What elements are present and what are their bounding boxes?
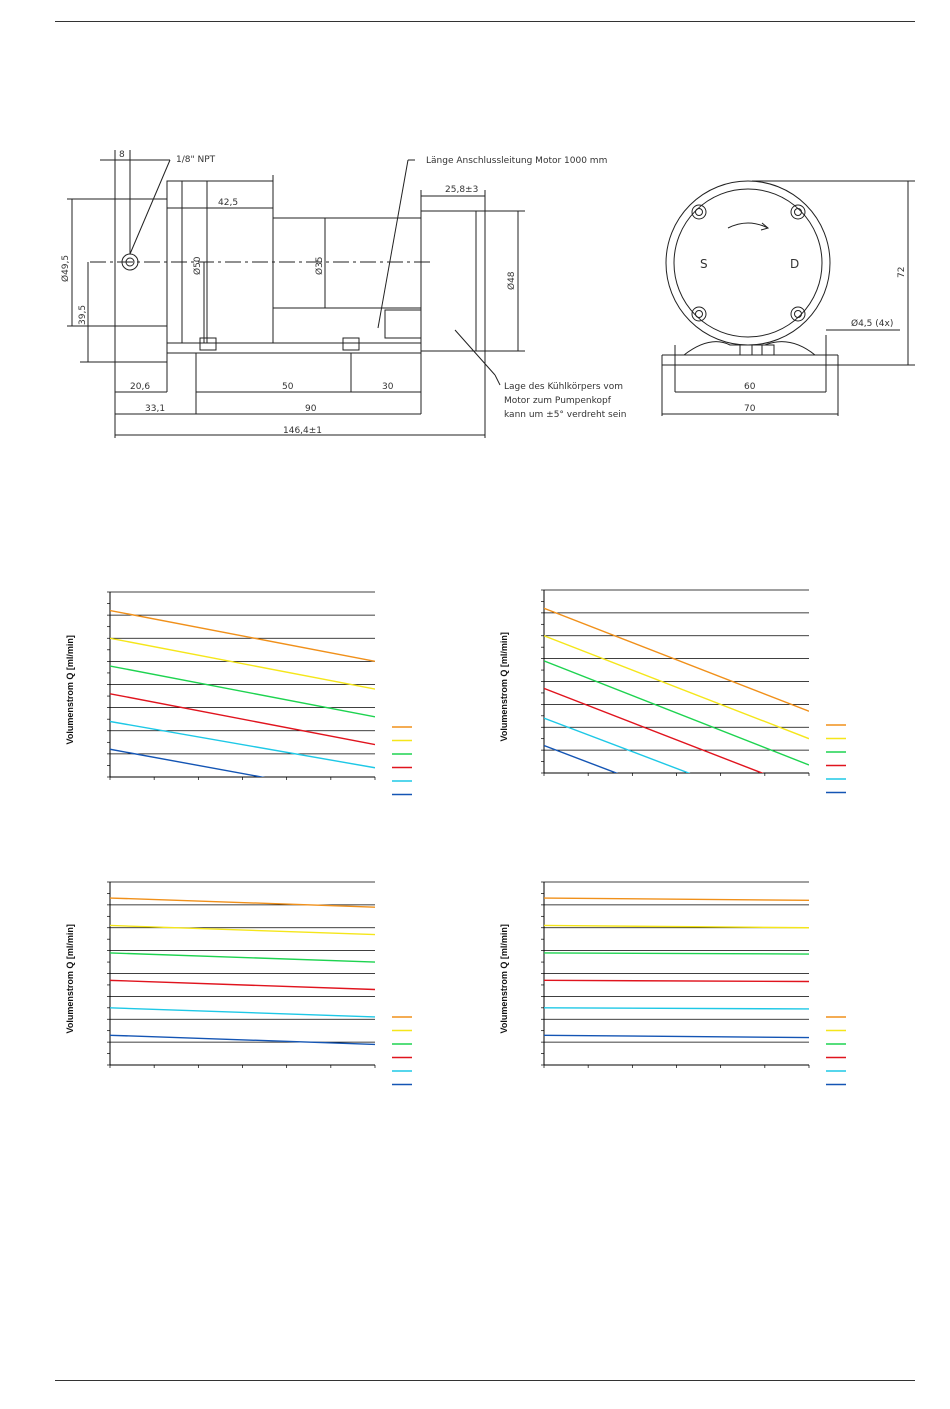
chart-1: Volumenstrom Q [ml/min] (65, 591, 412, 796)
heatsink (420, 210, 486, 352)
series-line (544, 660, 809, 766)
series-line (110, 693, 375, 746)
chart-4: Volumenstrom Q [ml/min] (499, 881, 846, 1086)
note-cable: Länge Anschlussleitung Motor 1000 mm (426, 156, 607, 166)
dim-20-6: 20,6 (130, 382, 150, 392)
series-line (544, 744, 619, 773)
y-axis-label: Volumenstrom Q [ml/min] (65, 924, 75, 1033)
dim-39-5: 39,5 (78, 305, 88, 325)
dim-d35: Ø35 (314, 256, 325, 275)
note-heatsink-3: kann um ±5° verdreht sein (504, 410, 626, 420)
y-axis-label: Volumenstrom Q [ml/min] (499, 924, 509, 1033)
dimensions (67, 150, 525, 438)
base-plate (166, 342, 422, 354)
series-line (544, 717, 691, 773)
label-d: D (790, 257, 799, 271)
dim-25-8: 25,8±3 (445, 185, 478, 195)
series-line (544, 1034, 809, 1039)
dim-holes: Ø4,5 (4x) (851, 318, 893, 329)
series-line (544, 635, 809, 740)
series-line (544, 924, 809, 929)
note-heatsink-1: Lage des Kühlkörpers vom (504, 382, 623, 392)
series-line (110, 1007, 375, 1018)
dim-60: 60 (744, 382, 756, 392)
dim-30: 30 (382, 382, 394, 392)
series-line (110, 609, 375, 663)
dim-d49-5: Ø49,5 (60, 255, 71, 282)
series-line (110, 952, 375, 963)
series-line (544, 979, 809, 983)
series-line (110, 979, 375, 991)
series-line (110, 1034, 375, 1046)
charts: Volumenstrom Q [ml/min] Volumenstrom Q [m… (65, 589, 846, 1086)
y-axis-label: Volumenstrom Q [ml/min] (65, 635, 75, 744)
dim-70: 70 (744, 404, 756, 414)
series-line (544, 687, 764, 773)
motor-face-inner (673, 188, 823, 338)
dim-d48: Ø48 (506, 271, 517, 290)
label-s: S (700, 257, 708, 271)
motor-face-outer (665, 180, 831, 346)
series-line (544, 1007, 809, 1010)
dim-d50: Ø50 (192, 256, 203, 275)
dim-90: 90 (305, 404, 317, 414)
series-line (110, 748, 266, 777)
chart-2: Volumenstrom Q [ml/min] (499, 589, 846, 794)
header-rule (55, 21, 915, 22)
series-line (110, 924, 375, 936)
dim-33-1: 33,1 (145, 404, 165, 414)
dim-50: 50 (282, 382, 294, 392)
dim-72: 72 (897, 267, 907, 278)
series-line (110, 720, 375, 769)
dim-42-5: 42,5 (218, 198, 238, 208)
footer-rule (55, 1380, 915, 1381)
series-line (544, 607, 809, 712)
motor-body (272, 217, 422, 309)
dim-146: 146,4±1 (283, 426, 322, 436)
technical-drawing: 8 1/8" NPT Länge Anschlussleitung Motor … (60, 150, 915, 438)
series-line (110, 897, 375, 908)
front-view (661, 180, 915, 416)
dim-npt: 1/8" NPT (176, 155, 216, 165)
rotation-arrow (727, 222, 769, 229)
series-line (110, 637, 375, 690)
dim-8: 8 (119, 150, 125, 160)
series-line (110, 665, 375, 718)
series-line (544, 897, 809, 901)
chart-3: Volumenstrom Q [ml/min] (65, 881, 412, 1086)
y-axis-label: Volumenstrom Q [ml/min] (499, 632, 509, 741)
note-heatsink-2: Motor zum Pumpenkopf (504, 396, 612, 406)
series-line (544, 952, 809, 955)
